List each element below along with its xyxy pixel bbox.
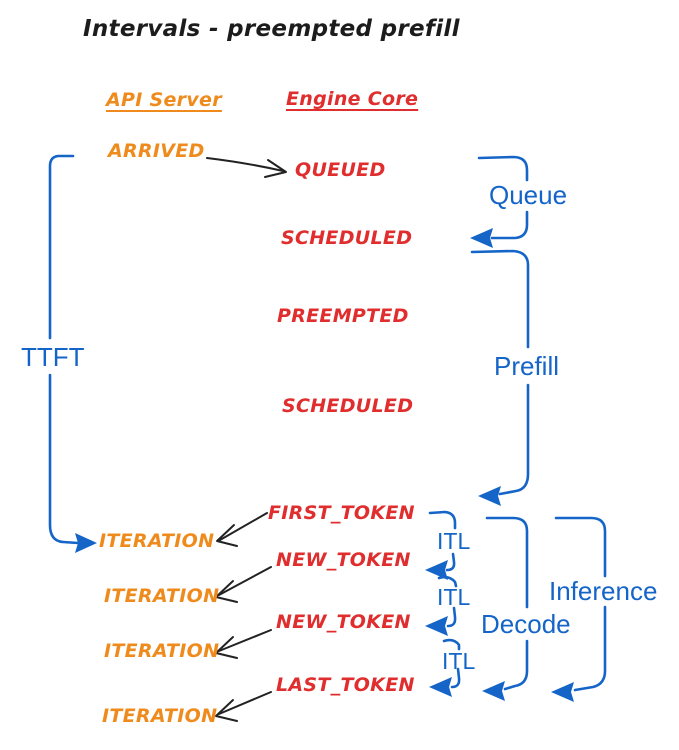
- api-server-column-header: API Server: [106, 89, 222, 111]
- diagram-title: Intervals - preempted prefill: [83, 16, 460, 42]
- interval-inference-label: Inference: [549, 576, 658, 606]
- prefill-bracket: [470, 249, 530, 506]
- state-scheduled-1: SCHEDULED: [281, 227, 413, 249]
- itl-bracket-1: [425, 510, 457, 580]
- state-first-token: FIRST_TOKEN: [268, 502, 415, 524]
- decode-bracket: [482, 516, 529, 701]
- arrow-last-token-to-iteration-4: [215, 691, 272, 722]
- prefill-arrowhead-icon: [478, 486, 501, 506]
- engine-core-column-header: Engine Core: [286, 88, 419, 110]
- ttft-arrowhead-icon: [75, 533, 97, 553]
- state-last-token: LAST_TOKEN: [276, 674, 415, 696]
- state-scheduled-2: SCHEDULED: [282, 395, 414, 417]
- itl-bracket-3: [429, 638, 461, 697]
- interval-queue-label: Queue: [489, 180, 568, 210]
- interval-itl-2-label: ITL: [437, 584, 471, 610]
- itl-arrowhead-3-icon: [429, 677, 452, 697]
- interval-decode-label: Decode: [481, 609, 571, 639]
- arrow-first-token-to-iteration-1: [216, 512, 268, 547]
- interval-itl-3-label: ITL: [442, 648, 476, 674]
- inference-bracket: [551, 516, 607, 702]
- state-new-token-2: NEW_TOKEN: [276, 611, 411, 633]
- decode-arrowhead-icon: [482, 681, 505, 701]
- arrow-new-token-to-iteration-3: [215, 629, 272, 659]
- itl-arrowhead-1-icon: [425, 560, 448, 580]
- state-arrived: ARRIVED: [108, 140, 205, 162]
- state-iteration-1: ITERATION: [99, 530, 215, 552]
- state-queued: QUEUED: [295, 159, 386, 181]
- state-preempted: PREEMPTED: [277, 305, 409, 327]
- ttft-bracket: [48, 154, 97, 553]
- interval-prefill-label: Prefill: [494, 351, 560, 381]
- state-iteration-4: ITERATION: [102, 705, 218, 727]
- queue-arrowhead-icon: [470, 228, 493, 248]
- arrow-arrived-to-queued: [206, 157, 287, 178]
- itl-arrowhead-2-icon: [425, 616, 448, 636]
- state-new-token-1: NEW_TOKEN: [276, 549, 411, 571]
- interval-ttft-label: TTFT: [21, 342, 85, 372]
- arrow-new-token-to-iteration-2: [215, 566, 272, 603]
- itl-bracket-2: [425, 575, 458, 636]
- queue-bracket: [470, 155, 529, 248]
- state-iteration-3: ITERATION: [104, 640, 220, 662]
- inference-arrowhead-icon: [551, 682, 574, 702]
- state-iteration-2: ITERATION: [104, 585, 220, 607]
- interval-itl-1-label: ITL: [437, 528, 471, 554]
